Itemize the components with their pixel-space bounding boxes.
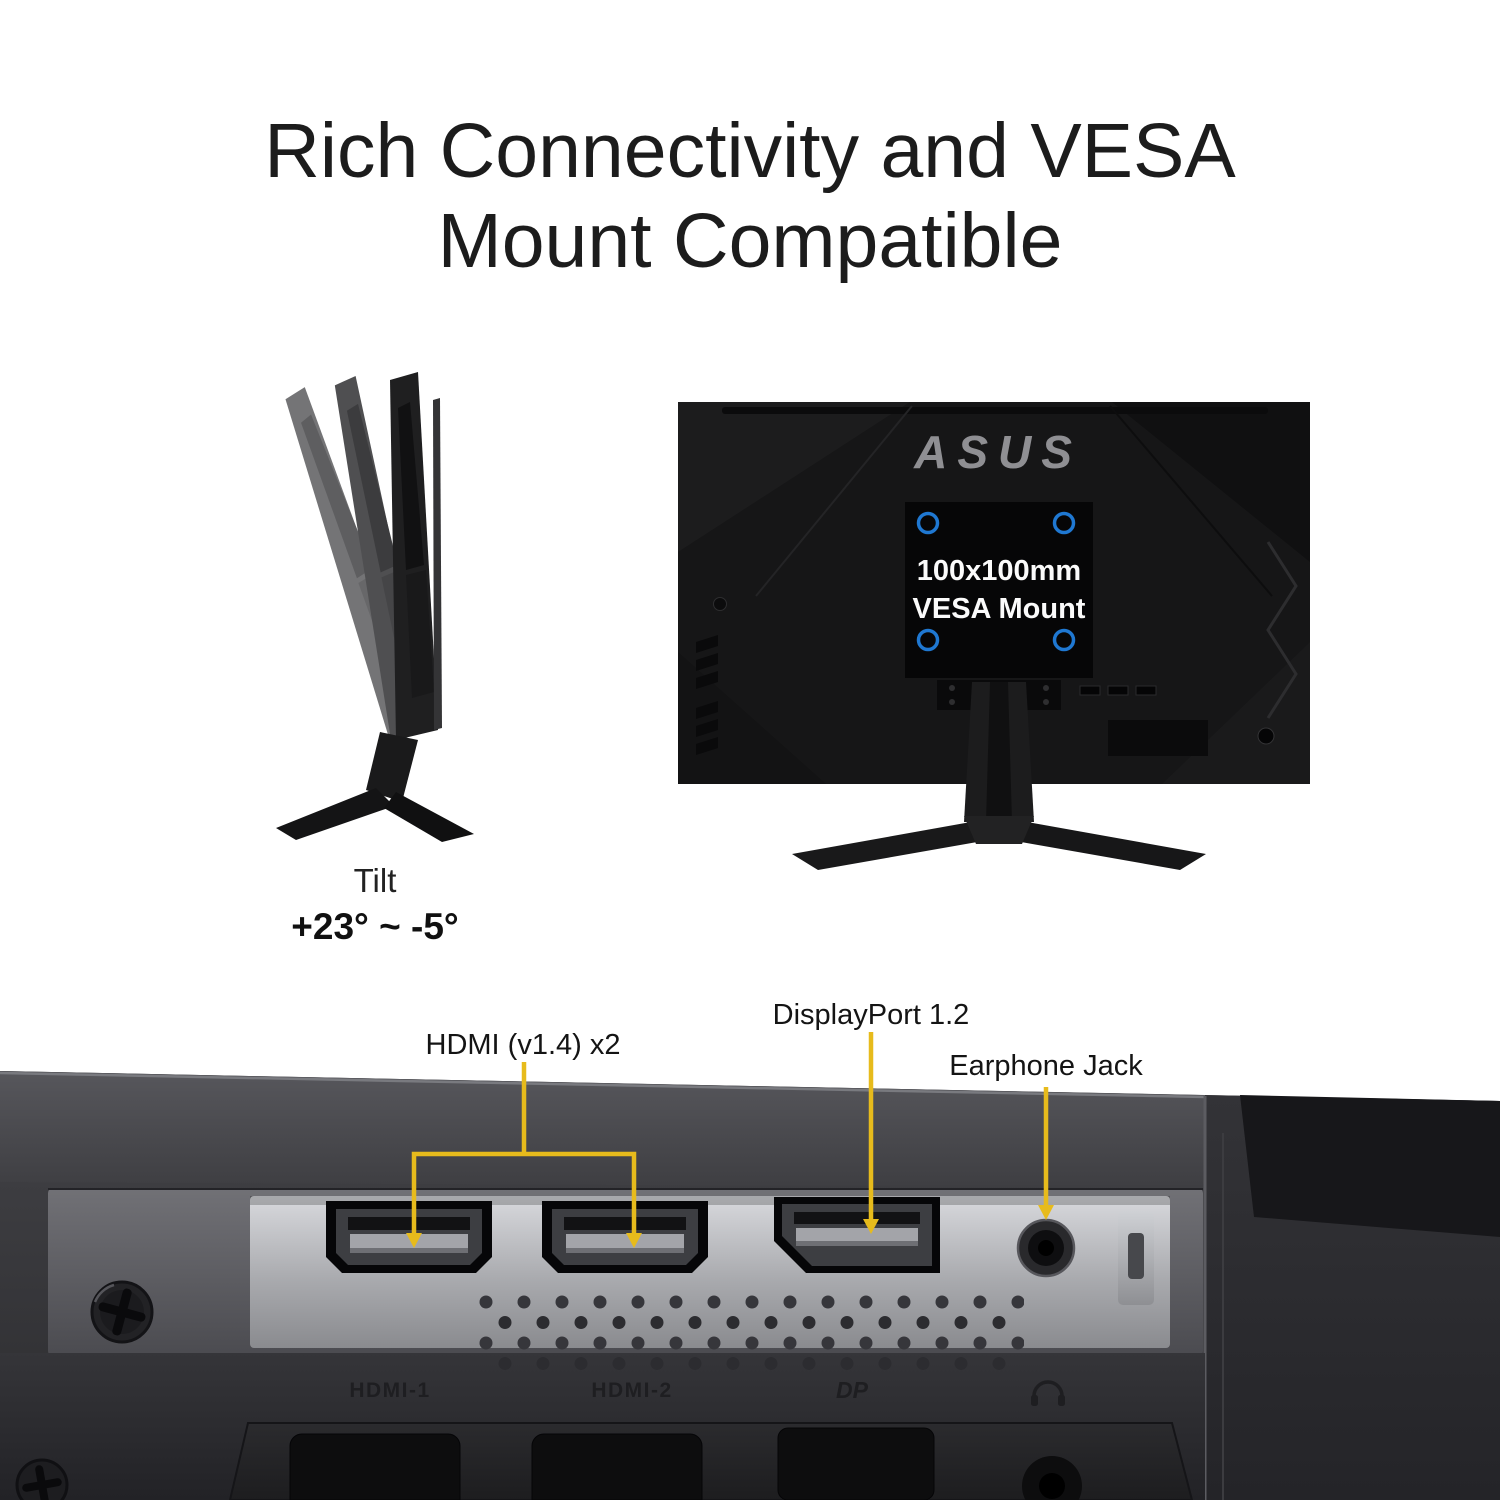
- hdmi-callout-label: HDMI (v1.4) x2: [425, 1029, 621, 1061]
- title-line-1: Rich Connectivity and VESA: [264, 108, 1236, 194]
- chevron-accent-lines: [1266, 541, 1298, 719]
- asus-logo: ASUS: [913, 426, 1082, 478]
- vesa-size-text: 100x100mm: [917, 555, 1081, 587]
- arrow-down-icon: [406, 1233, 422, 1248]
- vesa-hole-icon: [1052, 511, 1076, 535]
- embossed-hdmi2-label: HDMI-2: [591, 1379, 672, 1402]
- kensington-lock-slot: [1257, 727, 1275, 745]
- displayport-cutout: [777, 1427, 935, 1500]
- title-line-2: Mount Compatible: [437, 198, 1063, 285]
- page-title: Rich Connectivity and VESA Mount Compati…: [0, 106, 1500, 286]
- arrow-down-icon: [863, 1219, 879, 1234]
- io-vents: [1079, 685, 1157, 696]
- vent-holes: [476, 1292, 1024, 1374]
- vesa-mount-holes: [916, 511, 1076, 652]
- connector-tray: [228, 1422, 1194, 1500]
- screw-icon-2: [15, 1458, 69, 1500]
- vesa-mount-text: VESA Mount: [913, 593, 1086, 625]
- hdmi-leader-line: [411, 1062, 637, 1235]
- monitor-stand-side: [276, 732, 474, 842]
- vesa-hole-icon: [916, 511, 940, 535]
- ports-photo: HDMI-1 HDMI-2 DP: [0, 1032, 1500, 1500]
- tilt-caption: Tilt +23° ~ -5°: [291, 862, 458, 948]
- earphone-jack-port: [1016, 1218, 1076, 1278]
- side-vent-slats: [696, 635, 718, 755]
- monitor-side-view: [276, 372, 474, 842]
- regulatory-label: [1108, 720, 1208, 756]
- arrow-down-icon: [626, 1233, 642, 1248]
- headphone-icon: [1031, 1380, 1065, 1406]
- screw-icon: [90, 1280, 154, 1344]
- vesa-mount-panel: 100x100mm VESA Mount: [905, 502, 1093, 678]
- callout-lines: [411, 1032, 1049, 1235]
- tilt-range: +23° ~ -5°: [291, 906, 459, 947]
- monitor-stand-back: [792, 680, 1206, 870]
- hdmi2-cutout: [531, 1433, 703, 1500]
- vesa-hole-icon: [1052, 628, 1076, 652]
- displayport-callout-label: DisplayPort 1.2: [772, 999, 970, 1031]
- embossed-hdmi1-label: HDMI-1: [349, 1379, 430, 1402]
- monitor-back-view: ASUS 100x100mm VESA Mount: [678, 402, 1310, 870]
- metal-clip: [1118, 1211, 1154, 1305]
- displayport-port: [774, 1197, 940, 1273]
- displayport-logo: DP: [836, 1377, 869, 1403]
- back-screw-icon: [713, 597, 727, 611]
- callout-arrows: [406, 1205, 1054, 1248]
- earphone-callout-label: Earphone Jack: [949, 1050, 1143, 1082]
- arrow-down-icon: [1038, 1205, 1054, 1220]
- tilt-label: Tilt: [353, 862, 397, 899]
- chassis-bezel: [0, 1071, 1205, 1188]
- vesa-hole-icon: [916, 628, 940, 652]
- monitor-panel-side: [390, 372, 442, 740]
- hdmi1-cutout: [289, 1433, 461, 1500]
- hdmi-port-2: [542, 1201, 708, 1273]
